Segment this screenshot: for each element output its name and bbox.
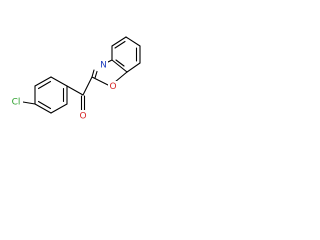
ring-double-bond: [114, 40, 126, 49]
ring-bond: [34, 103, 52, 114]
carbonyl-group: [80, 95, 86, 111]
ring-bond: [114, 71, 128, 83]
aryl-carbonyl-bond: [66, 85, 84, 96]
chlorophenyl-ring: [34, 76, 68, 114]
chlorine-label: Cl: [9, 96, 23, 108]
oxazole-nitrogen-atom: N: [100, 61, 107, 71]
ring-double-bond: [91, 69, 95, 78]
carbon-chlorine-bond: [22, 101, 36, 105]
oxazole-oxygen-atom: O: [109, 82, 116, 92]
structure-canvas: Cl N O O: [0, 0, 150, 150]
ring-double-bond: [37, 80, 52, 90]
ring-double-bond: [37, 100, 52, 110]
carbonyl-oxygen-label: O: [78, 110, 88, 122]
ring-bond: [50, 103, 68, 114]
oxazole-nitrogen-label: N: [99, 59, 108, 71]
ring-double-bond: [115, 59, 125, 67]
chlorine-atom: Cl: [12, 98, 21, 108]
ring-bond: [34, 76, 52, 87]
ring-double-bond: [94, 70, 98, 79]
benzo-ring: [111, 36, 141, 73]
ring-bond: [126, 62, 141, 73]
ring-bond: [111, 36, 127, 47]
oxazole-oxygen-label: O: [108, 81, 118, 92]
chemical-structure-diagram: Cl N O O: [9, 36, 141, 122]
ring-bond: [91, 76, 109, 86]
ring-bond: [125, 36, 141, 47]
carbonyl-oxazole-bond: [82, 76, 93, 96]
ring-bond: [50, 76, 68, 87]
carbonyl-oxygen-atom: O: [79, 112, 86, 122]
ring-bond: [111, 59, 128, 73]
